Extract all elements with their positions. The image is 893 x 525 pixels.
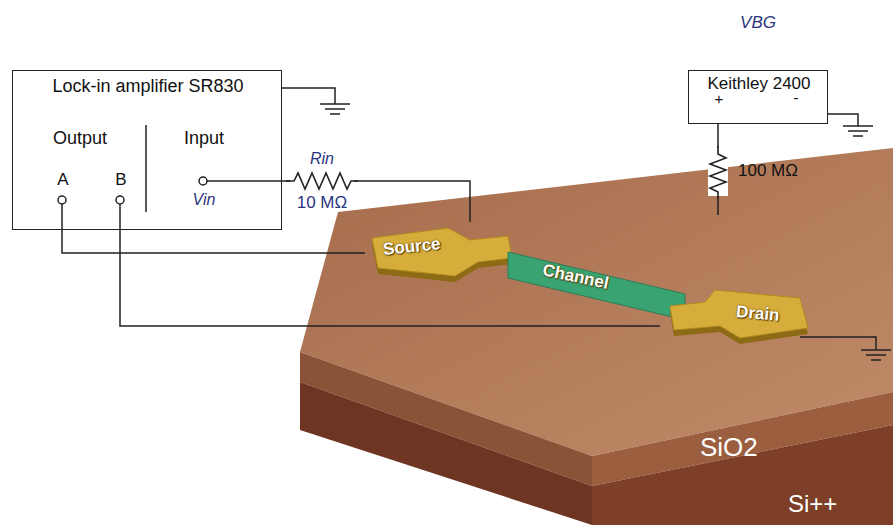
resistor-symbol [710, 146, 726, 198]
node-text: - [794, 90, 799, 107]
drain-electrode: Drain [660, 288, 815, 352]
resistor-value: 100 MΩ [738, 162, 798, 181]
terminal-stub [207, 180, 282, 182]
ground-symbol [320, 103, 350, 105]
ground-symbol [325, 108, 345, 110]
terminal-stub [119, 204, 121, 230]
ground-symbol [866, 354, 886, 356]
panel-divider [145, 125, 147, 212]
source-electrode: Source [365, 222, 515, 292]
channel-strip: Channel [490, 248, 692, 325]
node-text: + [715, 91, 724, 108]
si-right-face [592, 425, 893, 525]
output-terminal [58, 196, 66, 204]
ground-symbol [871, 359, 881, 361]
instrument-box: Lock-in amplifier SR830Output InputA B Vin [12, 70, 282, 230]
gate-voltage-label: VBG [740, 14, 776, 33]
instrument-box: Keithley 2400+- [688, 70, 828, 124]
oxide-layer: SiO2 SourceChannelDrain [300, 215, 893, 485]
ground-wire [282, 88, 335, 104]
resistor-name: Rin [310, 150, 334, 168]
wire-line [62, 230, 365, 253]
node-text: A [57, 171, 68, 190]
resistor-symbol [286, 173, 358, 189]
ground-symbol [853, 135, 863, 137]
node-text: Input [184, 129, 224, 149]
ground-symbol [843, 125, 873, 127]
ground-symbol [330, 113, 340, 115]
wire [120, 230, 660, 326]
ground-symbol [848, 130, 868, 132]
ground-wire [800, 337, 876, 350]
substrate-layer: Si++ [600, 488, 893, 525]
node-text: SiO2 [700, 433, 758, 462]
resistor-value: 10 MΩ [297, 194, 348, 213]
node-text: Drain [735, 303, 780, 325]
output-terminal [116, 196, 124, 204]
node-text: Output [53, 129, 107, 149]
node-text: Lock-in amplifier SR830 [52, 77, 243, 97]
node-text: Si++ [788, 491, 837, 517]
si-left-face [300, 382, 592, 525]
node-text: Vin [193, 191, 216, 209]
ground-symbol [861, 349, 891, 351]
node-text: B [115, 171, 126, 190]
wire-line [120, 230, 660, 326]
input-terminal [199, 177, 207, 185]
wire [62, 230, 365, 253]
terminal-stub [61, 204, 63, 230]
